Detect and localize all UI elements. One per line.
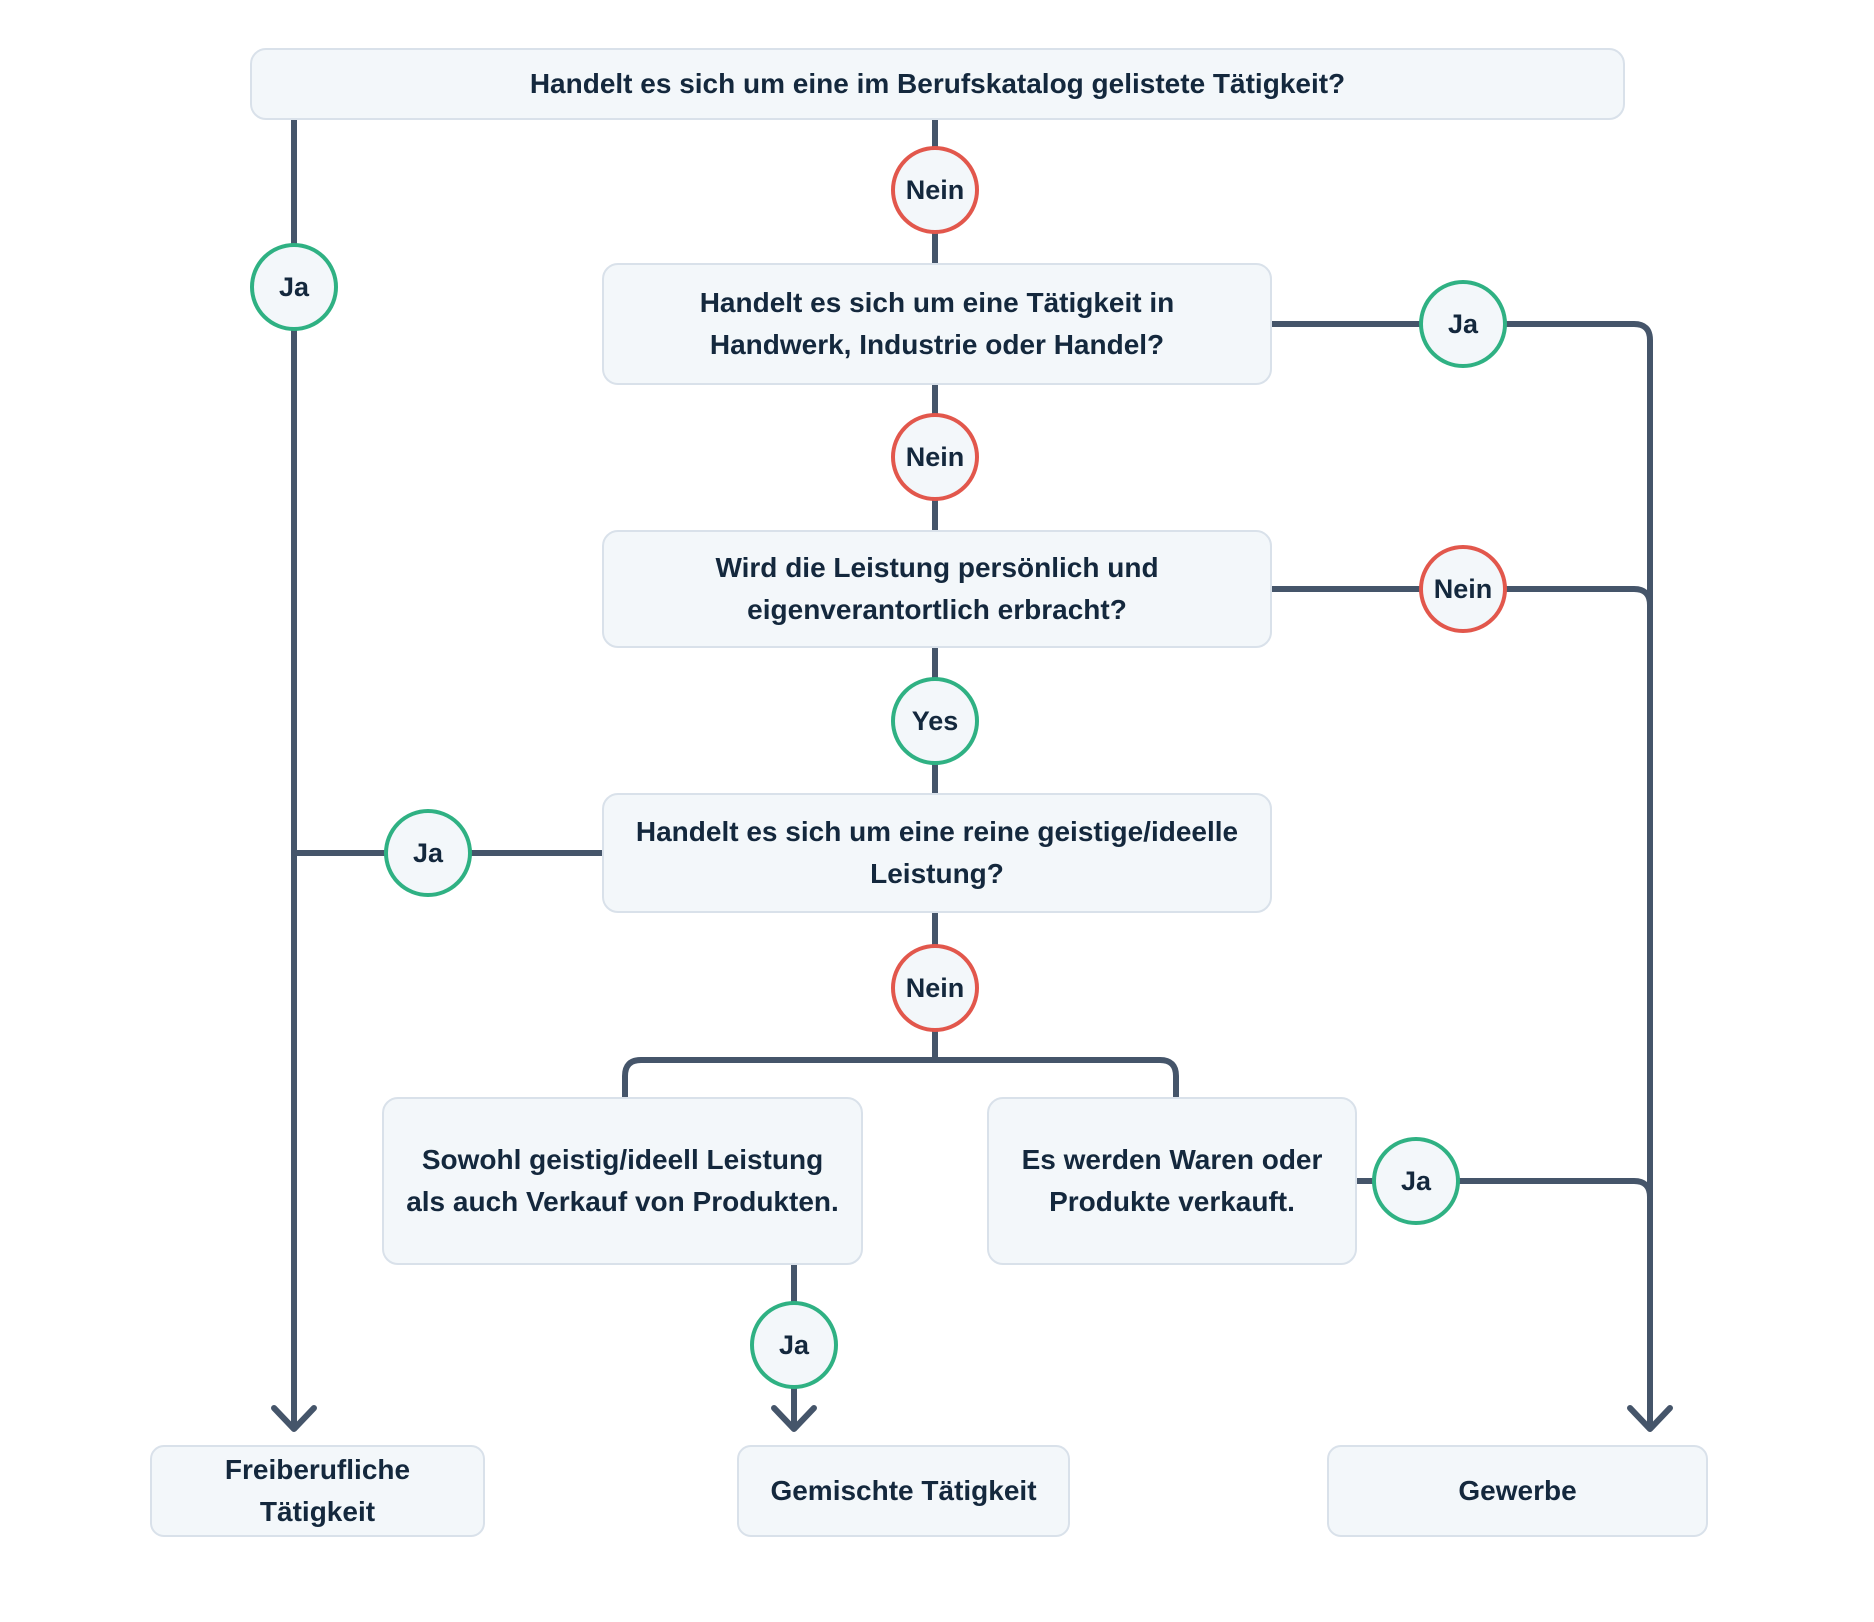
node-question-persoenlich-eigenverantwortlich: Wird die Leistung persönlich und eigenve…: [602, 530, 1272, 648]
connector-q3-no-right: [1269, 586, 1653, 608]
edge-label-mixed-ja: Ja: [750, 1301, 838, 1389]
edge-label-q2-nein: Nein: [891, 413, 979, 501]
edge-label-goods-ja: Ja: [1372, 1137, 1460, 1225]
edge-label-q3-nein: Nein: [1419, 545, 1507, 633]
edge-label-q2-ja: Ja: [1419, 280, 1507, 368]
node-result-mixed: Gemischte Tätigkeit: [737, 1445, 1070, 1537]
node-question-geistige-ideelle-leistung: Handelt es sich um eine reine geistige/i…: [602, 793, 1272, 913]
edge-label-q4-nein: Nein: [891, 944, 979, 1032]
edge-label-q1-nein: Nein: [891, 146, 979, 234]
node-result-freelance: Freiberufliche Tätigkeit: [150, 1445, 485, 1537]
node-result-trade: Gewerbe: [1327, 1445, 1708, 1537]
connector-q2-yes-right: [1269, 321, 1653, 1431]
edge-label-q1-ja: Ja: [250, 243, 338, 331]
arrowhead-down-icon: [1627, 1405, 1673, 1432]
arrowhead-down-icon: [271, 1405, 317, 1432]
edge-label-q3-yes: Yes: [891, 677, 979, 765]
connector-goods-yes-right: [1354, 1178, 1653, 1200]
node-question-berufskatalog: Handelt es sich um eine im Berufskatalog…: [250, 48, 1625, 120]
arrowhead-down-icon: [771, 1405, 817, 1432]
edge-label-q4-ja: Ja: [384, 809, 472, 897]
connector-split-bar: [622, 1057, 1179, 1100]
node-case-goods-sold: Es werden Waren oder Produkte verkauft.: [987, 1097, 1357, 1265]
node-question-handwerk-industrie-handel: Handelt es sich um eine Tätigkeit in Han…: [602, 263, 1272, 385]
node-case-mixed-services-and-products: Sowohl geistig/ideell Leistung als auch …: [382, 1097, 863, 1265]
